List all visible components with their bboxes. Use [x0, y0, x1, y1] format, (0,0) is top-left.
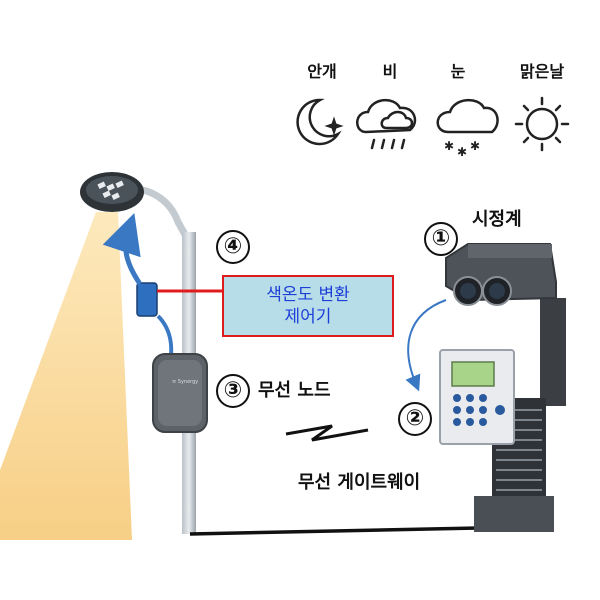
svg-text:≡ Synergy: ≡ Synergy — [172, 379, 198, 385]
number-badge-2: ② — [398, 402, 432, 436]
light-cone — [0, 212, 132, 540]
meter-to-gateway-arrow — [405, 299, 447, 392]
fog-moon-icon — [296, 98, 344, 146]
number-badge-3: ③ — [216, 374, 250, 408]
number-badge-4: ④ — [216, 230, 250, 264]
visibility-meter-label: 시정계 — [472, 209, 522, 230]
weather-label-rain: 비 — [382, 62, 398, 81]
svg-text:✱: ✱ — [457, 145, 467, 159]
rain-cloud-icon — [356, 99, 417, 150]
wireless-signal-icon — [285, 424, 369, 442]
wireless-gateway-icon — [439, 349, 515, 445]
visibility-meter-icon — [445, 243, 557, 306]
wireless-gateway-label: 무선 게이트웨이 — [298, 472, 421, 493]
lamp-head-icon — [80, 172, 144, 212]
controller-module-icon — [136, 282, 158, 317]
weather-label-clear: 맑은날 — [519, 62, 565, 81]
sun-icon — [514, 96, 570, 152]
weather-label-snow: 눈 — [450, 62, 466, 81]
controller-label-line2: 제어기 — [284, 307, 332, 327]
svg-text:✱: ✱ — [444, 139, 454, 153]
wireless-node-icon: ≡ Synergy — [152, 353, 208, 433]
controller-box: 색온도 변환 제어기 — [222, 275, 394, 337]
controller-label-line1: 색온도 변환 — [266, 285, 350, 305]
svg-text:✱: ✱ — [470, 139, 480, 153]
ground-cable — [189, 526, 479, 536]
control-arrow-to-lamp — [102, 213, 143, 286]
weather-label-fog: 안개 — [307, 62, 337, 81]
snow-cloud-icon: ✱ ✱ ✱ — [436, 99, 499, 159]
wireless-node-label: 무선 노드 — [258, 380, 331, 401]
number-badge-1: ① — [424, 222, 458, 256]
